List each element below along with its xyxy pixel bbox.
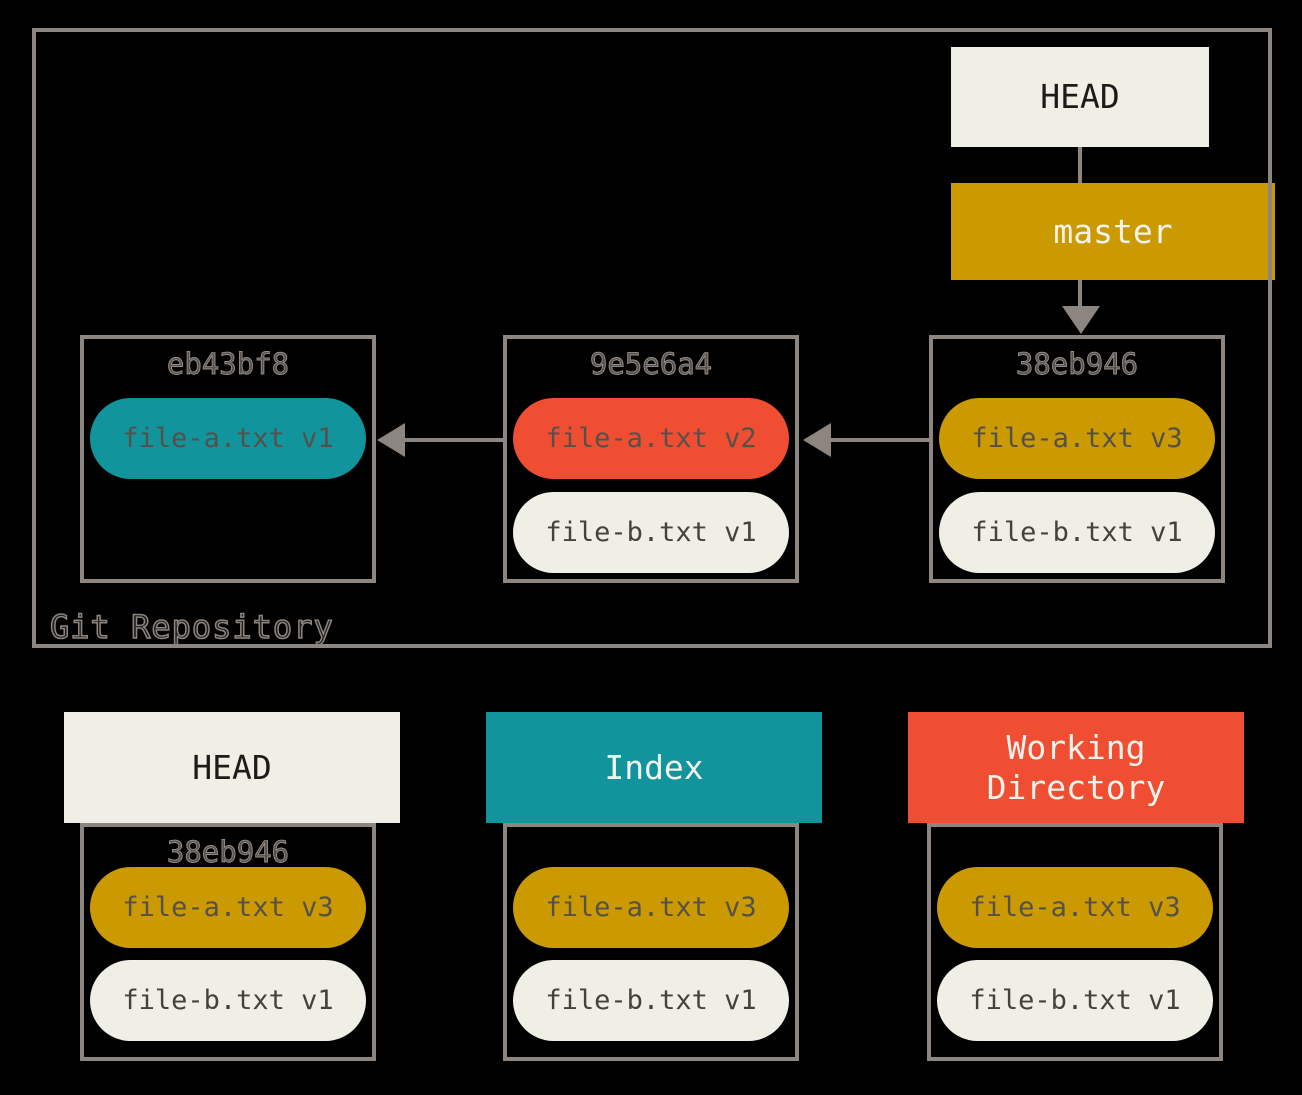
blob-label: file-b.txt v1: [971, 517, 1183, 548]
blob-file-b-v1: file-b.txt v1: [90, 960, 366, 1041]
blob-file-a-v2: file-a.txt v2: [513, 398, 789, 479]
blob-label: file-a.txt v3: [969, 892, 1181, 923]
blob-label: file-b.txt v1: [122, 985, 334, 1016]
commit-box-eb43bf8: eb43bf8 file-a.txt v1: [80, 335, 376, 583]
area-header-index: Index: [486, 712, 822, 823]
commit-box-9e5e6a4: 9e5e6a4 file-a.txt v2 file-b.txt v1: [503, 335, 799, 583]
area-title: Index: [604, 747, 704, 787]
blob-file-a-v3: file-a.txt v3: [90, 867, 366, 948]
arrow-commit2-to-commit1-head-icon: [377, 423, 405, 457]
blob-label: file-b.txt v1: [969, 985, 1181, 1016]
blob-file-b-v1: file-b.txt v1: [939, 492, 1215, 573]
blob-file-a-v3: file-a.txt v3: [513, 867, 789, 948]
blob-label: file-b.txt v1: [545, 985, 757, 1016]
area-body-index: file-a.txt v3 file-b.txt v1: [503, 823, 799, 1061]
commit-box-38eb946: 38eb946 file-a.txt v3 file-b.txt v1: [929, 335, 1225, 583]
git-repository-box: [32, 28, 1272, 648]
arrow-master-to-commit-head-icon: [1062, 306, 1100, 334]
commit-hash: eb43bf8: [166, 347, 290, 382]
arrow-commit3-to-commit2-line: [830, 438, 930, 442]
area-header-head: HEAD: [64, 712, 400, 823]
branch-master-label: master: [1053, 211, 1173, 251]
blob-file-b-v1: file-b.txt v1: [513, 492, 789, 573]
blob-file-a-v3: file-a.txt v3: [939, 398, 1215, 479]
blob-label: file-a.txt v3: [122, 892, 334, 923]
head-pointer-box: HEAD: [951, 47, 1209, 147]
area-header-working-directory: Working Directory: [908, 712, 1244, 823]
head-pointer-label: HEAD: [1040, 77, 1120, 117]
arrow-master-to-commit-line: [1078, 280, 1082, 310]
area-body-head: 38eb946 file-a.txt v3 file-b.txt v1: [80, 823, 376, 1061]
area-body-working-directory: file-a.txt v3 file-b.txt v1: [927, 823, 1223, 1061]
blob-file-b-v1: file-b.txt v1: [513, 960, 789, 1041]
blob-file-a-v1: file-a.txt v1: [90, 398, 366, 479]
commit-hash: 9e5e6a4: [589, 347, 713, 382]
git-repository-label: Git Repository: [49, 607, 334, 647]
blob-label: file-a.txt v1: [122, 423, 334, 454]
blob-label: file-b.txt v1: [545, 517, 757, 548]
area-title: Working Directory: [986, 727, 1166, 807]
area-commit-hash: 38eb946: [166, 835, 290, 870]
arrow-commit2-to-commit1-line: [404, 438, 504, 442]
arrow-commit3-to-commit2-head-icon: [803, 423, 831, 457]
blob-file-a-v3: file-a.txt v3: [937, 867, 1213, 948]
blob-label: file-a.txt v2: [545, 423, 757, 454]
connector-head-to-master: [1078, 147, 1082, 183]
area-title: HEAD: [192, 747, 272, 787]
blob-label: file-a.txt v3: [545, 892, 757, 923]
commit-hash: 38eb946: [1015, 347, 1139, 382]
branch-master-box: master: [951, 183, 1275, 280]
blob-label: file-a.txt v3: [971, 423, 1183, 454]
blob-file-b-v1: file-b.txt v1: [937, 960, 1213, 1041]
